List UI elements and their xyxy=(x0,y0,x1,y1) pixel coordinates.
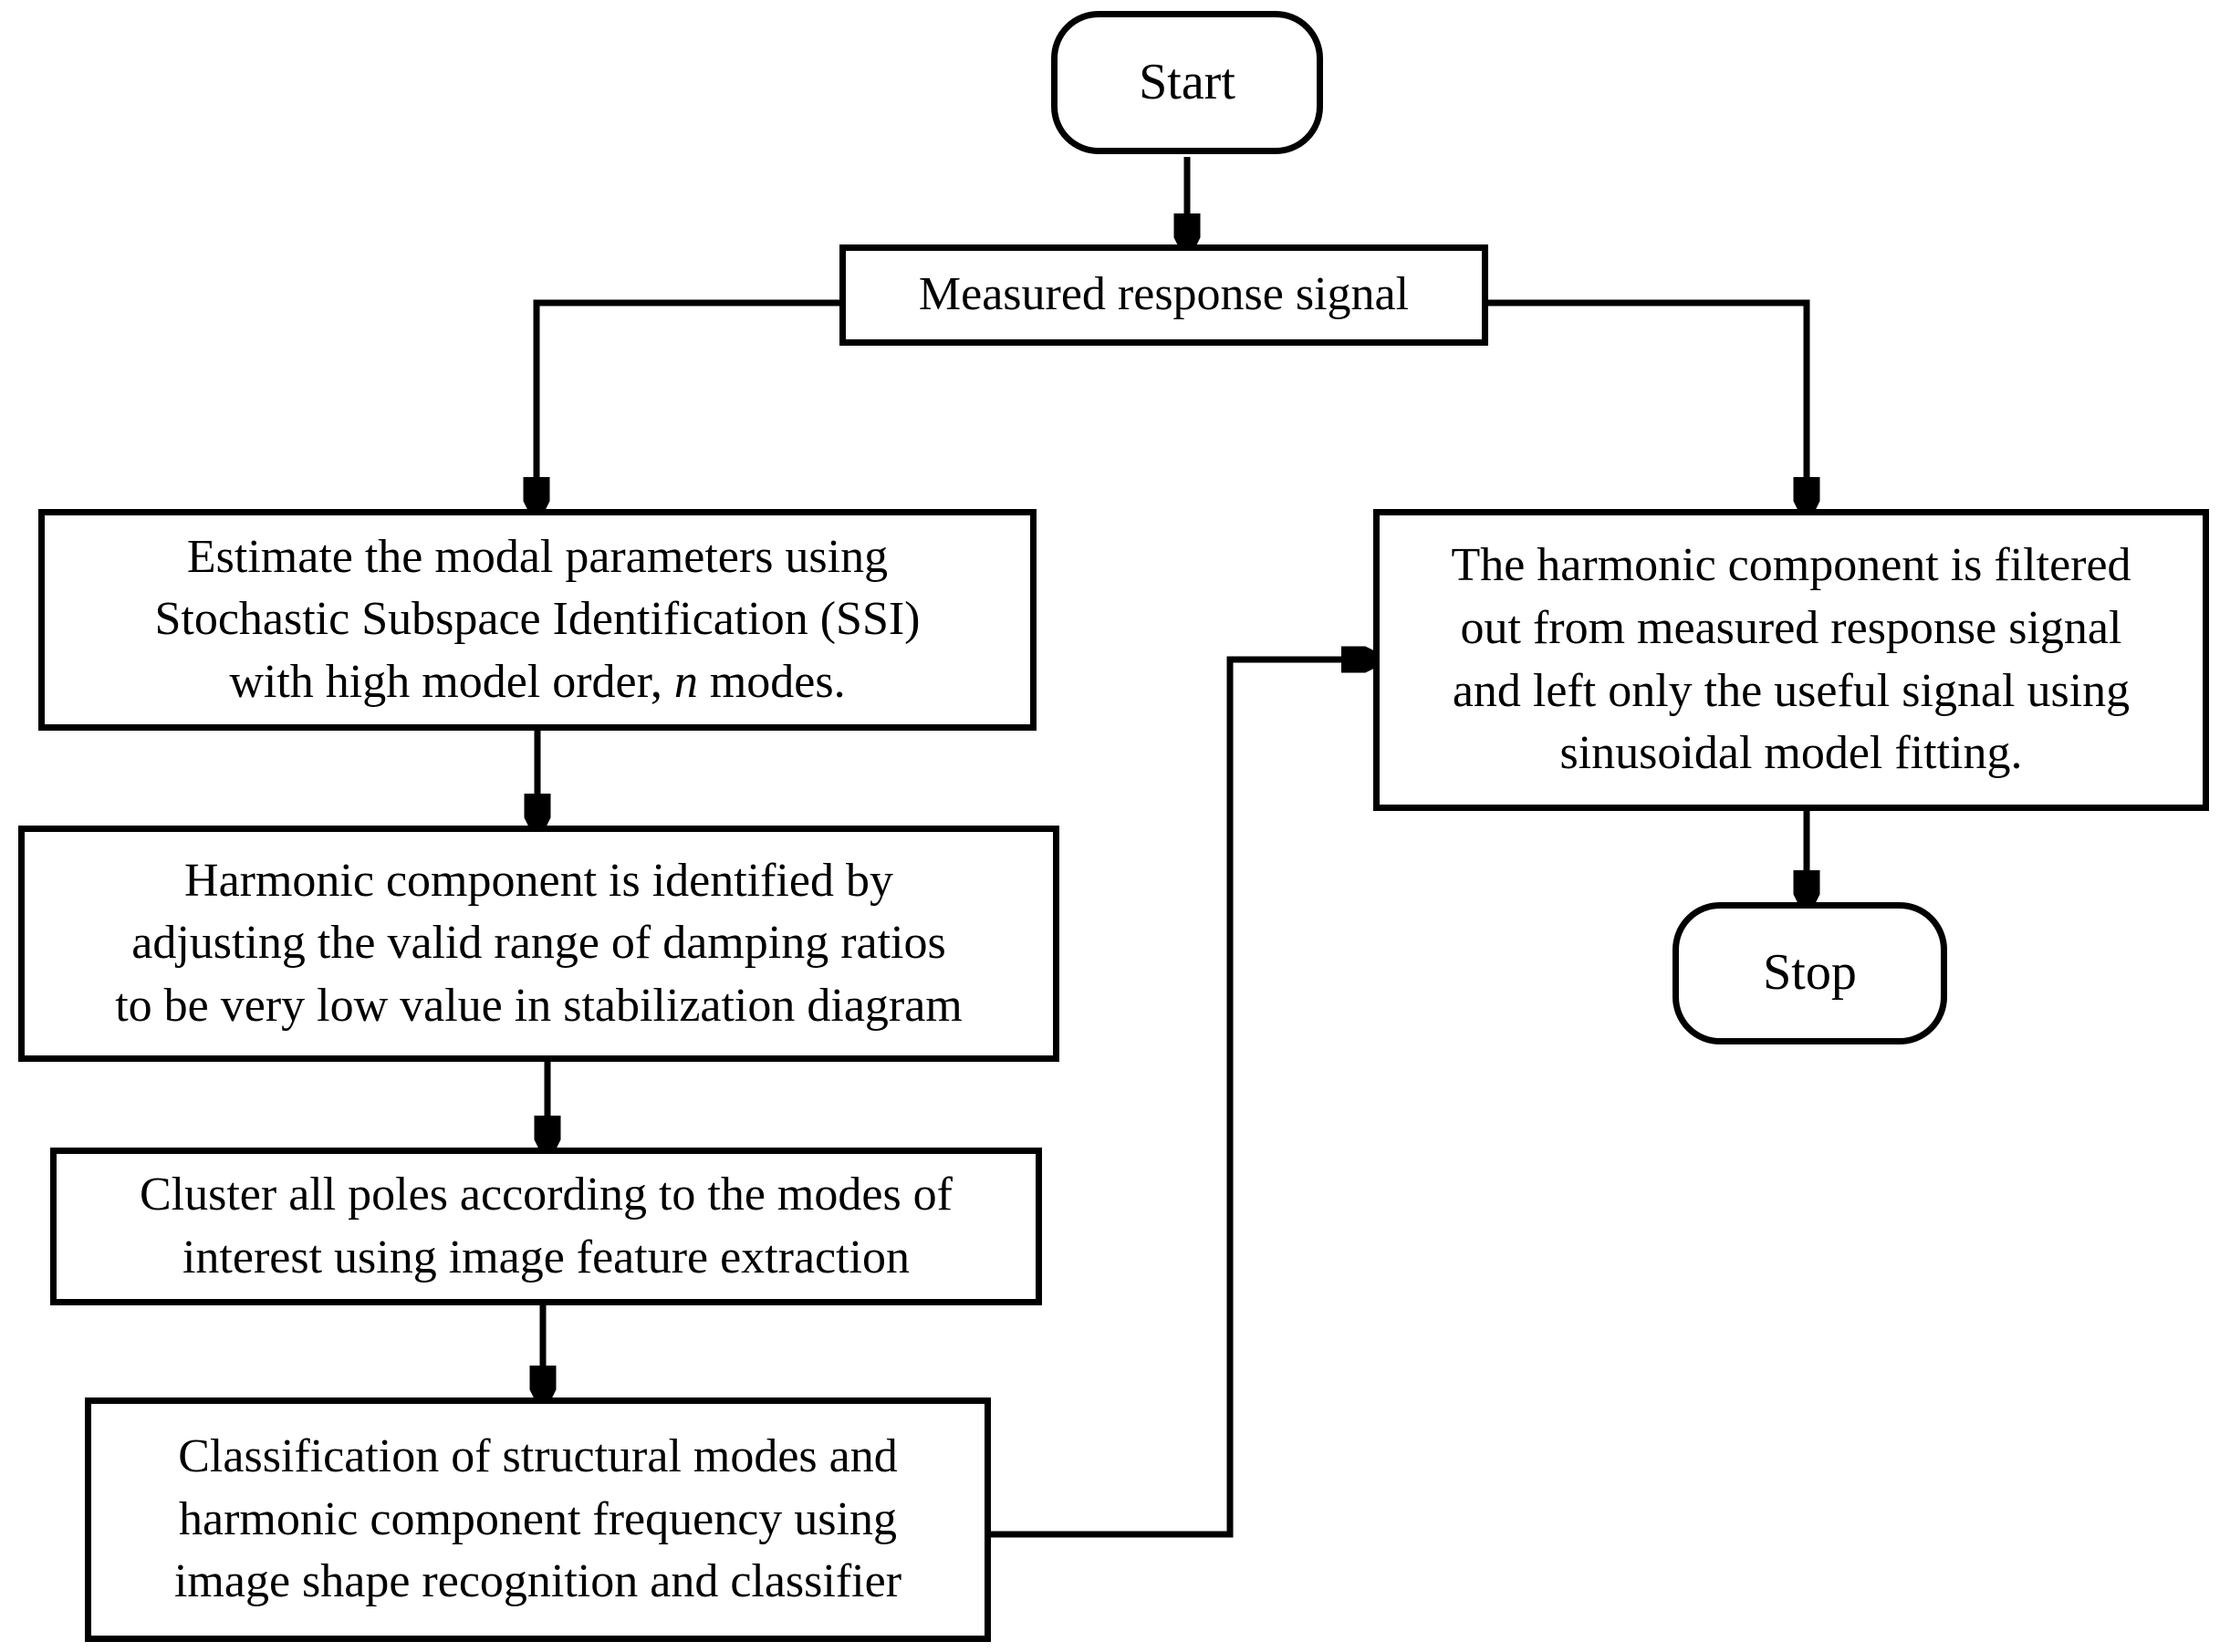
cluster-line-2: interest using image feature extraction xyxy=(182,1231,910,1283)
classification-line-1: Classification of structural modes and xyxy=(178,1430,898,1483)
estimate-line-1: Estimate the modal parameters using xyxy=(186,530,889,583)
cluster-line-1: Cluster all poles according to the modes… xyxy=(139,1168,953,1221)
filter-line-3: and left only the useful signal using xyxy=(1452,664,2131,717)
stop-node: Stop xyxy=(1672,902,1947,1044)
filter-line-2: out from measured response signal xyxy=(1460,601,2122,654)
stop-label: Stop xyxy=(1763,944,1857,1002)
measured-response-signal-node: Measured response signal xyxy=(839,244,1488,346)
harmonic-line-1: Harmonic component is identified by xyxy=(184,854,893,907)
classification-line-3: image shape recognition and classifier xyxy=(173,1555,902,1608)
harmonic-line-3: to be very low value in stabilization di… xyxy=(115,979,963,1032)
filter-line-4: sinusoidal model fitting. xyxy=(1559,727,2023,780)
connector-classification-to-filter xyxy=(990,660,1367,1538)
estimate-modal-parameters-node: Estimate the modal parameters using Stoc… xyxy=(38,509,1037,731)
measured-label: Measured response signal xyxy=(918,268,1410,321)
connector-measured-to-filter xyxy=(1487,299,1807,503)
classification-line-2: harmonic component frequency using xyxy=(179,1492,897,1545)
classification-node: Classification of structural modes and h… xyxy=(85,1397,991,1642)
cluster-poles-node: Cluster all poles according to the modes… xyxy=(50,1148,1042,1305)
estimate-line-3: with high model order, n modes. xyxy=(229,655,846,708)
start-node: Start xyxy=(1051,11,1323,154)
connector-measured-to-estimate xyxy=(537,299,839,503)
harmonic-line-2: adjusting the valid range of damping rat… xyxy=(131,917,946,970)
harmonic-filter-node: The harmonic component is filtered out f… xyxy=(1373,509,2209,811)
harmonic-identification-node: Harmonic component is identified by adju… xyxy=(18,826,1059,1062)
filter-line-1: The harmonic component is filtered xyxy=(1451,539,2131,592)
start-label: Start xyxy=(1139,53,1235,110)
estimate-line-2: Stochastic Subspace Identification (SSI) xyxy=(154,593,921,646)
